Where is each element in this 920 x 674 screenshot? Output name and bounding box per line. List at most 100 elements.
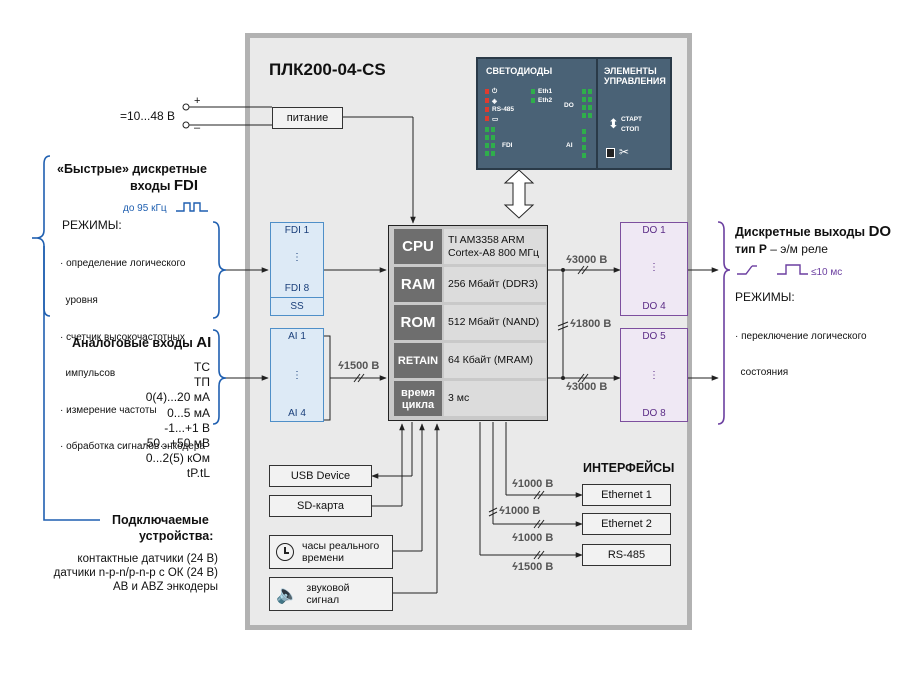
iso-eth2-icon: ϟ xyxy=(512,532,518,544)
fdi-1-label: FDI 1 xyxy=(284,225,310,236)
do-led-5 xyxy=(588,89,592,94)
eth1-led-label: Eth1 xyxy=(538,88,553,95)
do-modes-title: РЕЖИМЫ: xyxy=(735,290,795,304)
ram-value: 256 Мбайт (DDR3) xyxy=(444,267,546,302)
do-type-bold: Р xyxy=(758,242,767,256)
iso-rs485: ϟ1500 В xyxy=(512,561,553,573)
iso-do-between-icon: ϟ xyxy=(570,318,576,330)
ai-led-label: AI xyxy=(566,142,573,149)
fdi-8-label: FDI 8 xyxy=(284,283,310,294)
cpu-value-2: Cortex-A8 800 МГц xyxy=(448,246,540,259)
iso-do1-value: 3000 В xyxy=(571,254,608,266)
device-contact-sensors: контактные датчики (24 В) xyxy=(77,553,218,565)
cycle-row: время цикла 3 мс xyxy=(394,381,546,416)
ai-signal-5ma: 0...5 мА xyxy=(167,405,210,420)
service-tools-icon: ✂ xyxy=(619,145,630,159)
battery-icon: ▭ xyxy=(492,116,499,123)
do-box-1: DO 1 ⋮ DO 4 xyxy=(620,222,688,316)
fdi-led-5 xyxy=(491,127,495,132)
eth1-led xyxy=(531,89,535,94)
fdi-led-3 xyxy=(485,143,489,148)
fdi-mode-1b: уровня xyxy=(60,295,98,307)
iso-eth1: ϟ1000 В xyxy=(512,478,553,490)
fdi-mode-4: · обработка сигналов энкодера xyxy=(60,441,205,453)
do-4-label: DO 4 xyxy=(642,301,666,312)
rtc-box: часы реального времени xyxy=(269,535,393,569)
start-stop-switch-icon: ⬍ xyxy=(608,116,619,131)
fdi-led-8 xyxy=(491,151,495,156)
do-mode-1: · переключение логического xyxy=(735,331,867,342)
speaker-icon: 🔈 xyxy=(276,583,299,604)
iso-eth-between: ϟ1000 В xyxy=(499,505,540,517)
iso-eth-between-icon: ϟ xyxy=(499,505,505,517)
ethernet-2-box: Ethernet 2 xyxy=(582,513,671,535)
iso-eth1-value: 1000 В xyxy=(517,478,554,490)
iso-do2: ϟ3000 В xyxy=(566,381,607,393)
rs485-led xyxy=(485,107,489,112)
fdi-mode-2: · счетчик высокочастотных xyxy=(60,331,185,343)
devices-list: контактные датчики (24 В) датчики n-p-n/… xyxy=(20,552,218,594)
usb-device-box: USB Device xyxy=(269,465,372,487)
do-led-label: DO xyxy=(564,102,574,109)
iso-do1-icon: ϟ xyxy=(566,254,572,266)
do-8-label: DO 8 xyxy=(642,408,666,419)
ai-signal-tptl: tP.tL xyxy=(186,466,210,481)
do-modes-list: · переключение логического состояния xyxy=(735,307,867,391)
iso-eth2: ϟ1000 В xyxy=(512,532,553,544)
do-led-8 xyxy=(588,113,592,118)
start-label: СТАРТ xyxy=(621,116,643,123)
ai-dots: ⋮ xyxy=(292,370,302,381)
devices-title-1: Подключаемые xyxy=(112,513,209,527)
do-type: тип Р – э/м реле xyxy=(735,243,828,256)
stop-label: СТОП xyxy=(621,126,640,133)
ram-row: RAM 256 Мбайт (DDR3) xyxy=(394,267,546,302)
led-panel: СВЕТОДИОДЫ ЭЛЕМЕНТЫ УПРАВЛЕНИЯ ⏻ ◈ RS-48… xyxy=(476,57,672,170)
ai-led-2 xyxy=(582,137,586,142)
do-led-6 xyxy=(588,97,592,102)
ai-signal-20ma: 0(4)...20 мА xyxy=(145,390,210,405)
fdi-led-6 xyxy=(491,135,495,140)
fdi-modes-list: · определение логического уровня · счетч… xyxy=(60,234,205,466)
ai-1-label: AI 1 xyxy=(288,331,306,342)
cpu-label: CPU xyxy=(394,229,442,264)
fdi-led-7 xyxy=(491,143,495,148)
fault-led xyxy=(485,98,489,103)
devices-title-2: устройства: xyxy=(139,529,214,543)
do-5-label: DO 5 xyxy=(642,331,666,342)
fdi-box: FDI 1 ⋮ FDI 8 SS xyxy=(270,222,324,316)
fdi-title-2: входы FDI xyxy=(130,177,199,194)
power-box: питание xyxy=(272,107,343,129)
do-box-1-dots: ⋮ xyxy=(649,262,659,273)
fdi-modes-title: РЕЖИМЫ: xyxy=(62,218,122,232)
sd-slot-icon xyxy=(606,148,615,158)
ai-led-4 xyxy=(582,153,586,158)
clock-icon xyxy=(276,543,294,561)
ai-led-1 xyxy=(582,129,586,134)
iso-do-between: ϟ1800 В xyxy=(570,318,611,330)
ai-title-bold: AI xyxy=(196,334,212,351)
rom-label: ROM xyxy=(394,305,442,340)
fdi-led-1 xyxy=(485,127,489,132)
power-led xyxy=(485,89,489,94)
fdi-led-label: FDI xyxy=(502,142,513,149)
cycle-label: время цикла xyxy=(394,381,442,416)
fdi-dots: ⋮ xyxy=(292,252,302,263)
plc-title: ПЛК200-04-CS xyxy=(269,60,386,79)
do-type-prefix: тип xyxy=(735,242,756,256)
rs485-led-label: RS-485 xyxy=(492,106,515,113)
fdi-led-2 xyxy=(485,135,489,140)
ai-signal-1v: -1...+1 В xyxy=(164,420,210,435)
device-npn-sensors: датчики n-p-n/p-n-p с ОК (24 В) xyxy=(53,567,218,579)
controls-header-1: ЭЛЕМЕНТЫ xyxy=(604,66,657,76)
ai-signal-tc: ТС xyxy=(194,360,210,374)
sound-label: звуковой сигнал xyxy=(306,582,350,606)
do-title-text: Дискретные выходы xyxy=(735,225,866,239)
fdi-title-bold: FDI xyxy=(173,177,199,194)
iso-do2-icon: ϟ xyxy=(566,381,572,393)
iso-eth1-icon: ϟ xyxy=(512,478,518,490)
device-encoders: AB и ABZ энкодеры xyxy=(112,581,218,593)
do-box-2-dots: ⋮ xyxy=(649,370,659,381)
warning-icon: ◈ xyxy=(492,98,497,105)
